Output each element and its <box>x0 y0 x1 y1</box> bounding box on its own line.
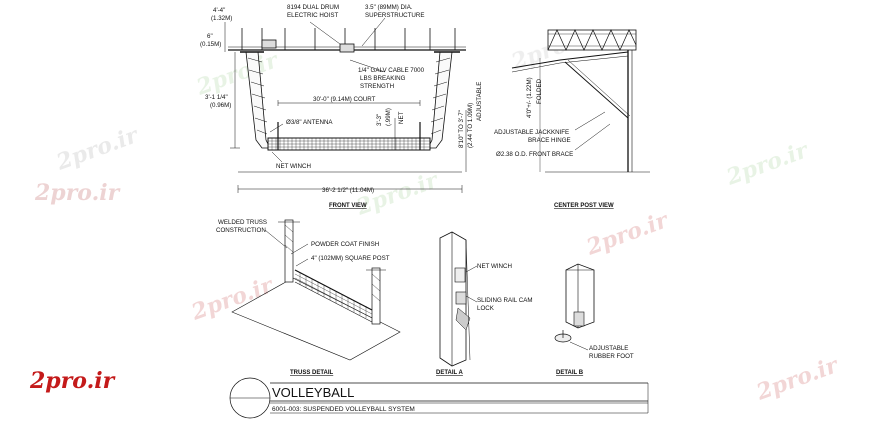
cam-lock-2: LOCK <box>477 305 495 312</box>
site-logo: 2pro.ir <box>29 368 116 394</box>
dim-6in-metric: (0.15M) <box>200 41 221 48</box>
powder-coat-label: POWDER COAT FINISH <box>311 241 379 248</box>
dim-top-left-metric: (1.32M) <box>211 15 232 22</box>
jackknife-label-2: BRACE HINGE <box>528 137 571 144</box>
detail-b-caption: DETAIL B <box>556 370 584 376</box>
adjustable-dim-3: ADJUSTABLE <box>476 82 483 121</box>
front-view-labels: 4'-4" (1.32M) 6" (0.15M) 3'-1 1/4" (0.96… <box>200 4 483 209</box>
detail-a-winch: NET WINCH <box>477 263 512 270</box>
watermark-text: 2pro.ir <box>722 137 812 191</box>
detail-a <box>439 231 478 367</box>
cable-label-2: LBS BREAKING <box>360 75 406 82</box>
net-height-1: 3'-3" <box>376 114 383 126</box>
truss-detail <box>231 219 401 361</box>
title-block <box>229 377 649 419</box>
folded-dim-1: 4'0"+/- (1.22M) <box>526 77 533 118</box>
front-view <box>224 17 467 193</box>
welded-truss-2: CONSTRUCTION <box>216 227 266 234</box>
dim-top-left: 4'-4" <box>213 7 225 14</box>
hoist-label-2: ELECTRIC HOIST <box>287 12 338 19</box>
adjustable-dim-1: 8'10" TO 3'-7" <box>458 110 465 148</box>
rubber-foot-2: RUBBER FOOT <box>589 353 634 360</box>
cable-label-1: 1/4" GALV CABLE 7000 <box>358 67 425 74</box>
center-post-caption: CENTER POST VIEW <box>554 203 614 209</box>
watermark-text: 2pro.ir <box>582 207 672 261</box>
super-label-2: SUPERSTRUCTURE <box>365 12 424 19</box>
detail-a-caption: DETAIL A <box>436 370 464 376</box>
truss-detail-caption: TRUSS DETAIL <box>290 370 334 376</box>
super-label-1: 3.5" (89MM) DIA. <box>365 4 413 11</box>
net-word: NET <box>398 111 405 124</box>
cam-lock-1: SLIDING RAIL CAM <box>477 297 532 304</box>
detail-b-labels: ADJUSTABLE RUBBER FOOT DETAIL B <box>556 345 634 376</box>
watermark-text: 2pro.ir <box>752 352 842 406</box>
folded-dim-2: FOLDED <box>536 78 543 104</box>
watermark-text: 2pro.ir <box>34 180 121 206</box>
antenna-label: Ø3/8" ANTENNA <box>286 119 333 126</box>
adjustable-dim-2: (2.44 TO 1.09M) <box>467 103 474 148</box>
square-post-label: 4" (102MM) SQUARE POST <box>311 255 390 262</box>
watermark-text: 2pro.ir <box>52 122 142 176</box>
dim-side: 3'-1 1/4" <box>205 94 228 101</box>
center-post-view <box>511 29 650 173</box>
center-post-labels: 4'0"+/- (1.22M) FOLDED ADJUSTABLE JACKKN… <box>494 77 614 209</box>
dim-6in: 6" <box>207 33 213 40</box>
court-dim: 30'-0" (9.14M) COURT <box>313 96 376 103</box>
cable-label-3: STRENGTH <box>360 83 394 90</box>
dim-side-metric: (0.96M) <box>210 102 231 109</box>
welded-truss-1: WELDED TRUSS <box>218 219 267 226</box>
detail-a-labels: NET WINCH SLIDING RAIL CAM LOCK DETAIL A <box>436 263 532 376</box>
jackknife-label-1: ADJUSTABLE JACKKNIFE <box>494 129 569 136</box>
rubber-foot-1: ADJUSTABLE <box>589 345 628 352</box>
logo-text: 2pro.ir <box>29 368 116 394</box>
truss-detail-labels: WELDED TRUSS CONSTRUCTION POWDER COAT FI… <box>216 219 390 376</box>
front-brace-label: Ø2.38 O.D. FRONT BRACE <box>496 151 573 158</box>
hoist-label-1: 8194 DUAL DRUM <box>287 4 339 11</box>
net-winch-label: NET WINCH <box>276 163 311 170</box>
net-height-2: (.99M) <box>385 108 392 126</box>
front-view-caption: FRONT VIEW <box>329 203 367 209</box>
watermark-text: 2pro.ir <box>192 47 282 101</box>
detail-b <box>554 263 595 351</box>
overall-dim: 36'-2 1/2" (11.04M) <box>322 187 374 194</box>
watermark-text: 2pro.ir <box>187 272 277 326</box>
drawing-title: VOLLEYBALL <box>272 385 354 400</box>
drawing-subtitle: 6001-003: SUSPENDED VOLLEYBALL SYSTEM <box>272 406 415 413</box>
